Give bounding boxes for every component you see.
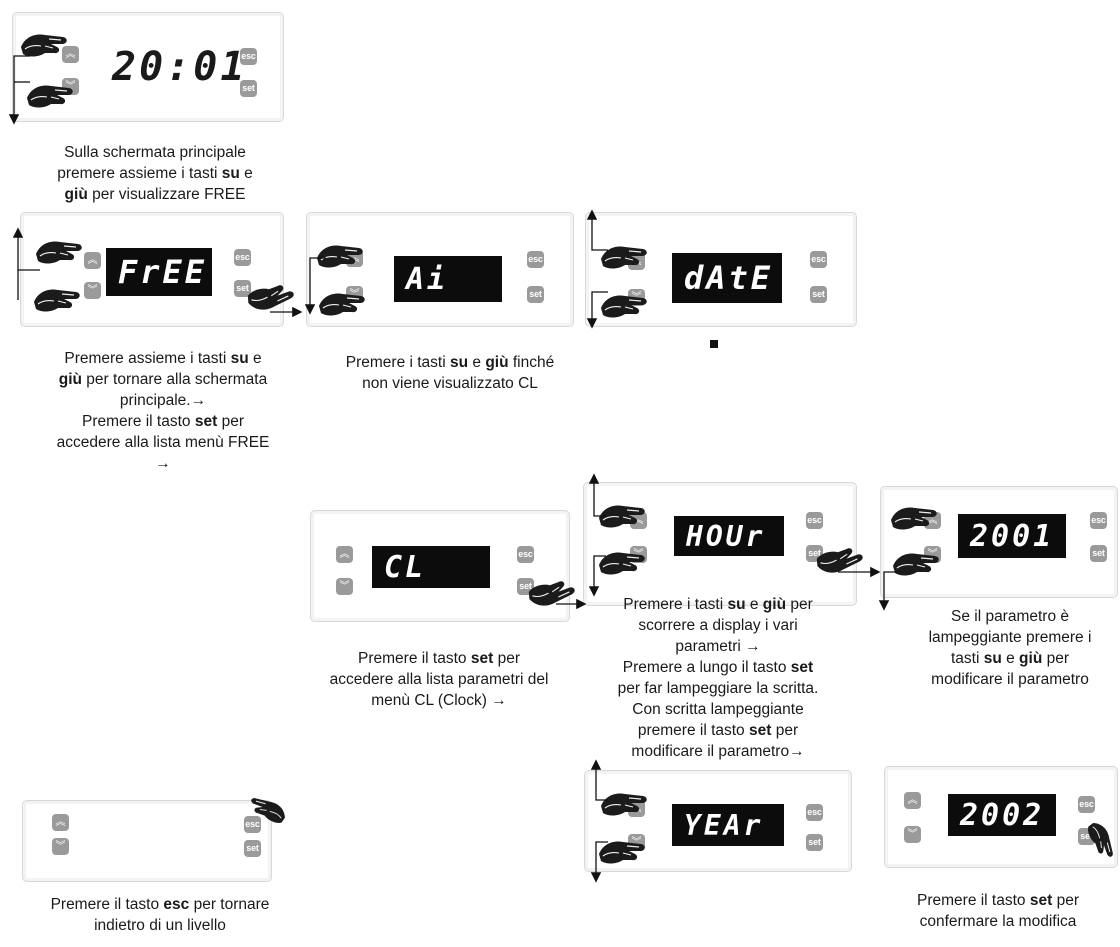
- set-button[interactable]: set: [234, 280, 251, 297]
- chevron-double-down-icon: ︾: [907, 828, 918, 840]
- down-button[interactable]: ︾: [52, 838, 69, 855]
- chevron-double-down-icon: ︾: [633, 548, 644, 560]
- bullet-marker: [710, 340, 718, 348]
- display-screen: dAtE: [672, 253, 782, 303]
- set-button[interactable]: set: [527, 286, 544, 303]
- set-button[interactable]: set: [1090, 545, 1107, 562]
- scroll-down-arrow: [590, 841, 608, 883]
- modify-arrow: [878, 571, 900, 611]
- esc-button[interactable]: esc: [234, 249, 251, 266]
- display-screen: CL: [372, 546, 490, 588]
- chevron-double-down-icon: ︾: [65, 80, 76, 92]
- caption-step-7: Se il parametro è lampeggiante premere i…: [928, 608, 1092, 688]
- chevron-double-down-icon: ︾: [87, 284, 98, 296]
- chevron-double-down-icon: ︾: [631, 291, 642, 303]
- esc-button[interactable]: esc: [517, 546, 534, 563]
- caption-step-5: Premere il tasto set per accedere alla l…: [329, 650, 549, 709]
- chevron-double-up-icon: ︽: [349, 252, 360, 264]
- scroll-down-arrow: [586, 291, 608, 329]
- down-button[interactable]: ︾: [84, 282, 101, 299]
- display-screen: FrEE: [106, 248, 212, 296]
- display-screen: 2002: [948, 794, 1056, 836]
- press-both-arrow: [8, 55, 30, 125]
- scroll-up-arrow: [586, 209, 608, 251]
- set-button[interactable]: set: [240, 80, 257, 97]
- chevron-double-up-icon: ︽: [907, 794, 918, 806]
- down-button[interactable]: ︾: [336, 578, 353, 595]
- set-button[interactable]: set: [810, 286, 827, 303]
- esc-button[interactable]: esc: [240, 48, 257, 65]
- caption-step-10: Premere il tasto set per confermare la m…: [917, 892, 1079, 930]
- esc-button[interactable]: esc: [810, 251, 827, 268]
- chevron-double-up-icon: ︽: [65, 48, 76, 60]
- up-button[interactable]: ︽: [630, 512, 647, 529]
- up-button[interactable]: ︽: [336, 546, 353, 563]
- caption-step-1: Sulla schermata principale premere assie…: [57, 144, 253, 203]
- up-button[interactable]: ︽: [84, 252, 101, 269]
- esc-button[interactable]: esc: [527, 251, 544, 268]
- up-button[interactable]: ︽: [52, 814, 69, 831]
- esc-button[interactable]: esc: [1090, 512, 1107, 529]
- chevron-double-down-icon: ︾: [927, 548, 938, 560]
- chevron-double-down-icon: ︾: [631, 836, 642, 848]
- caption-step-3: Premere i tasti su e giù finché non vien…: [345, 354, 555, 392]
- esc-button[interactable]: esc: [1078, 796, 1095, 813]
- chevron-double-down-icon: ︾: [349, 288, 360, 300]
- chevron-double-up-icon: ︽: [339, 548, 350, 560]
- caption-step-6: Premere i tasti su e giù per scorrere a …: [617, 596, 819, 760]
- chevron-double-down-icon: ︾: [339, 580, 350, 592]
- esc-button[interactable]: esc: [806, 512, 823, 529]
- scroll-up-arrow: [590, 759, 608, 801]
- display-screen: HOUr: [674, 516, 784, 556]
- caption-step-8: Premere il tasto esc per tornare indietr…: [50, 896, 270, 934]
- esc-button[interactable]: esc: [806, 804, 823, 821]
- scroll-down-arrow: [588, 555, 606, 597]
- esc-button[interactable]: esc: [244, 816, 261, 833]
- press-both-arrow: [12, 227, 40, 271]
- caption-step-2: Premere assieme i tasti su e giù per tor…: [56, 350, 270, 472]
- scroll-arrow: [304, 257, 326, 315]
- display-screen: Ai: [394, 256, 502, 302]
- up-button[interactable]: ︽: [62, 46, 79, 63]
- chevron-double-down-icon: ︾: [55, 840, 66, 852]
- chevron-double-up-icon: ︽: [633, 514, 644, 526]
- down-button[interactable]: ︾: [904, 826, 921, 843]
- set-button[interactable]: set: [244, 840, 261, 857]
- display-screen: 2001: [958, 514, 1066, 558]
- chevron-double-up-icon: ︽: [927, 514, 938, 526]
- chevron-double-up-icon: ︽: [55, 816, 66, 828]
- display-screen: YEAr: [672, 804, 784, 846]
- set-button[interactable]: set: [806, 834, 823, 851]
- scroll-up-arrow: [588, 473, 606, 517]
- chevron-double-up-icon: ︽: [87, 254, 98, 266]
- up-button[interactable]: ︽: [904, 792, 921, 809]
